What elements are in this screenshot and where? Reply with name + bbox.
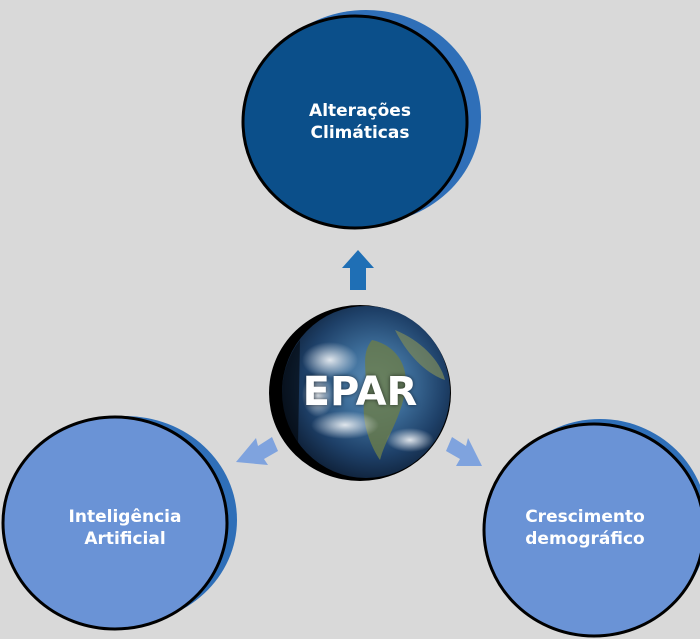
earth-cloud <box>302 342 358 378</box>
node-circle <box>241 14 469 230</box>
node-alteracoes-climaticas <box>241 10 481 230</box>
earth-night-side <box>281 340 300 445</box>
arrow-right-icon <box>446 437 482 466</box>
earth-cloud <box>302 373 334 417</box>
earth-cloud <box>386 428 434 452</box>
earth-cloud <box>311 411 379 439</box>
node-circle <box>482 422 700 638</box>
arrow-left-icon <box>236 437 278 465</box>
node-label-alteracoes-climaticas: Alterações Climáticas <box>309 101 411 143</box>
node-label-crescimento-demografico: Crescimento demográfico <box>525 507 645 549</box>
center-label: EPAR <box>302 369 418 415</box>
node-crescimento-demografico <box>482 419 700 638</box>
arrow-up-icon <box>342 250 374 290</box>
earth-landmass <box>395 330 445 380</box>
earth-image <box>269 305 451 481</box>
node-label-inteligencia-artificial: Inteligência Artificial <box>68 507 182 549</box>
node-inteligencia-artificial <box>1 415 237 631</box>
node-circle <box>1 415 229 631</box>
